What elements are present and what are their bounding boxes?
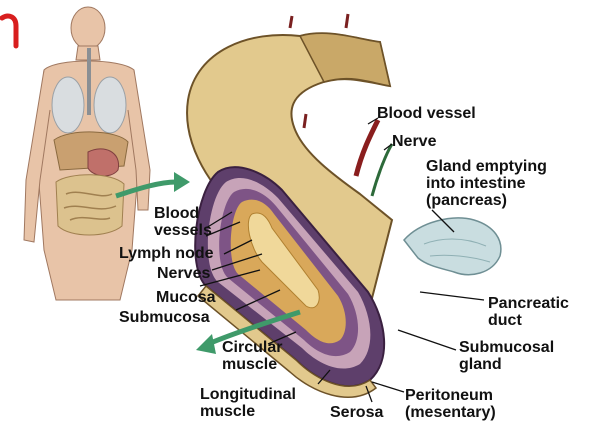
label-nerve: Nerve (392, 133, 436, 150)
label-nerves: Nerves (157, 265, 210, 282)
nerve (372, 144, 392, 196)
label-submucosal-gland: Submucosal gland (459, 339, 554, 373)
label-submucosa: Submucosa (119, 309, 210, 326)
label-blood-vessels: Blood vessels (154, 205, 212, 239)
corner-mark (2, 16, 16, 46)
label-serosa: Serosa (330, 404, 383, 421)
label-mucosa: Mucosa (156, 289, 216, 306)
label-lymph-node: Lymph node (119, 245, 214, 262)
blood-vessel (356, 120, 378, 176)
pancreas (404, 218, 501, 275)
label-longitudinal-muscle: Longitudinal muscle (200, 386, 296, 420)
label-circular-muscle: Circular muscle (222, 339, 282, 373)
label-peritoneum: Peritoneum (mesentary) (405, 387, 496, 421)
label-gland-emptying: Gland emptying into intestine (pancreas) (426, 158, 547, 209)
label-blood-vessel: Blood vessel (377, 105, 476, 122)
label-pancreatic-duct: Pancreatic duct (488, 295, 569, 329)
